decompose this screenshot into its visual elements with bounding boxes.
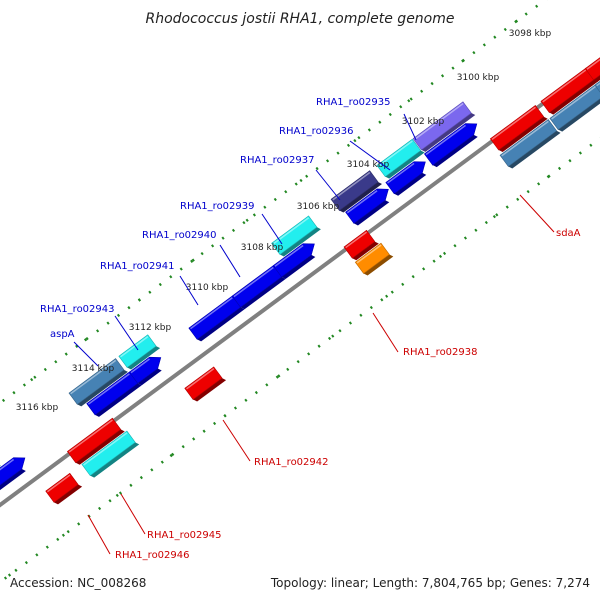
ruler-layer <box>0 0 600 580</box>
gene-block <box>549 82 600 132</box>
gene-label-leader <box>315 169 341 201</box>
gene-block <box>424 123 478 168</box>
gene-label: RHA1_ro02935 <box>316 97 391 108</box>
gene-label: sdaA <box>556 228 581 239</box>
tick-label: 3110 kbp <box>186 283 229 293</box>
gene-block <box>68 358 128 407</box>
map-title: Rhodococcus jostii RHA1, complete genome <box>145 11 454 27</box>
tick-label: 3100 kbp <box>457 73 500 83</box>
gene-label: RHA1_ro02945 <box>147 530 222 541</box>
gene-block <box>118 334 161 370</box>
gene-label-leader <box>403 113 417 141</box>
gene-label-leader <box>219 244 241 278</box>
gene-label-leader <box>349 140 391 171</box>
gene-block <box>345 188 390 226</box>
gene-label-leader <box>179 275 199 306</box>
tick-label: 3102 kbp <box>402 117 445 127</box>
gene-label-leader <box>120 493 146 535</box>
tick-label: 3112 kbp <box>129 323 172 333</box>
gene-block <box>499 119 561 169</box>
tick-label: 3114 kbp <box>72 364 115 374</box>
topology-text: Topology: linear; Length: 7,804,765 bp; … <box>270 576 590 590</box>
gene-label-leader <box>372 312 399 353</box>
gene-block <box>184 366 227 402</box>
gene-block <box>272 243 316 279</box>
gene-block <box>343 229 379 261</box>
gene-block <box>188 295 245 342</box>
gene-block <box>584 57 600 82</box>
gene-label-leader <box>87 514 111 555</box>
gene-label-leader <box>261 213 283 245</box>
gene-label: RHA1_ro02946 <box>115 550 190 561</box>
gene-block <box>128 356 162 386</box>
tick-label: 3116 kbp <box>16 403 59 413</box>
accession-text: Accession: NC_008268 <box>10 576 147 590</box>
gene-label: RHA1_ro02939 <box>180 201 255 212</box>
gene-label-leader <box>222 419 251 462</box>
genes-layer <box>0 57 600 505</box>
gene-labels-layer: RHA1_ro02935RHA1_ro02936RHA1_ro02937RHA1… <box>40 97 581 561</box>
reverse-ruler <box>3 136 600 580</box>
gene-block <box>0 457 26 491</box>
gene-label: RHA1_ro02940 <box>142 230 217 241</box>
gene-block <box>231 265 286 310</box>
gene-block <box>385 161 427 196</box>
gene-block <box>86 371 142 417</box>
gene-block <box>376 138 425 179</box>
tick-label: 3104 kbp <box>347 160 390 170</box>
gene-label-leader <box>114 315 139 351</box>
tick-labels-layer: 3098 kbp 3100 kbp 3102 kbp 3104 kbp 3106 kbp… <box>16 29 552 413</box>
gene-label: RHA1_ro02937 <box>240 155 315 166</box>
forward-ruler <box>0 0 548 405</box>
gene-block <box>594 80 600 93</box>
gene-label: RHA1_ro02936 <box>279 126 354 137</box>
gene-block <box>45 472 83 505</box>
gene-block <box>489 105 548 153</box>
tick-label: 3106 kbp <box>297 202 340 212</box>
gene-label: RHA1_ro02941 <box>100 261 175 272</box>
gene-label-leader <box>73 341 99 367</box>
gene-label: aspA <box>50 329 75 340</box>
reverse-ruler-major <box>3 136 600 580</box>
gene-label: RHA1_ro02938 <box>403 347 478 358</box>
gene-block <box>0 465 1 467</box>
gene-block <box>81 430 140 478</box>
gene-block <box>354 242 394 276</box>
gene-block <box>412 101 476 152</box>
gene-label: RHA1_ro02942 <box>254 457 329 468</box>
tick-label: 3108 kbp <box>241 243 284 253</box>
tick-label: 3098 kbp <box>509 29 552 39</box>
gene-block <box>66 417 125 465</box>
gene-label-leader <box>519 194 555 233</box>
gene-block <box>540 67 599 115</box>
gene-label: RHA1_ro02943 <box>40 304 115 315</box>
gene-block <box>330 170 383 213</box>
